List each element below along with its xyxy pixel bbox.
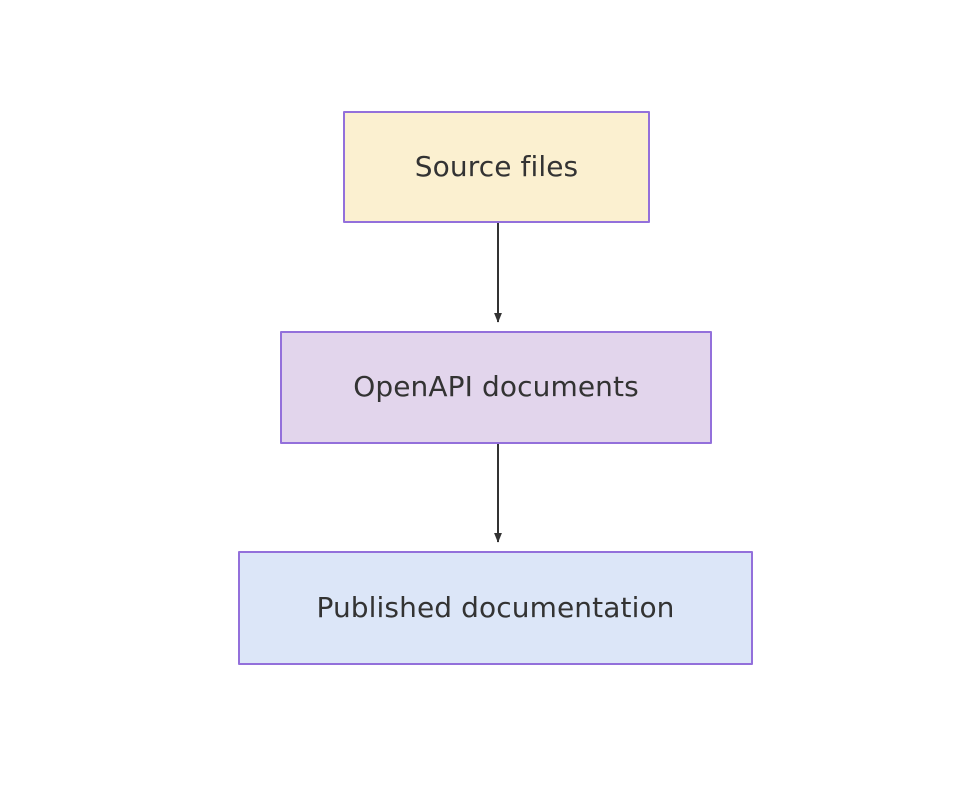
node-published-documentation[interactable]: Published documentation (238, 551, 753, 665)
node-label: OpenAPI documents (353, 370, 639, 404)
node-source-files[interactable]: Source files (343, 111, 650, 223)
node-label: Published documentation (316, 590, 675, 624)
node-openapi-documents[interactable]: OpenAPI documents (280, 331, 712, 444)
node-label: Source files (414, 149, 579, 183)
